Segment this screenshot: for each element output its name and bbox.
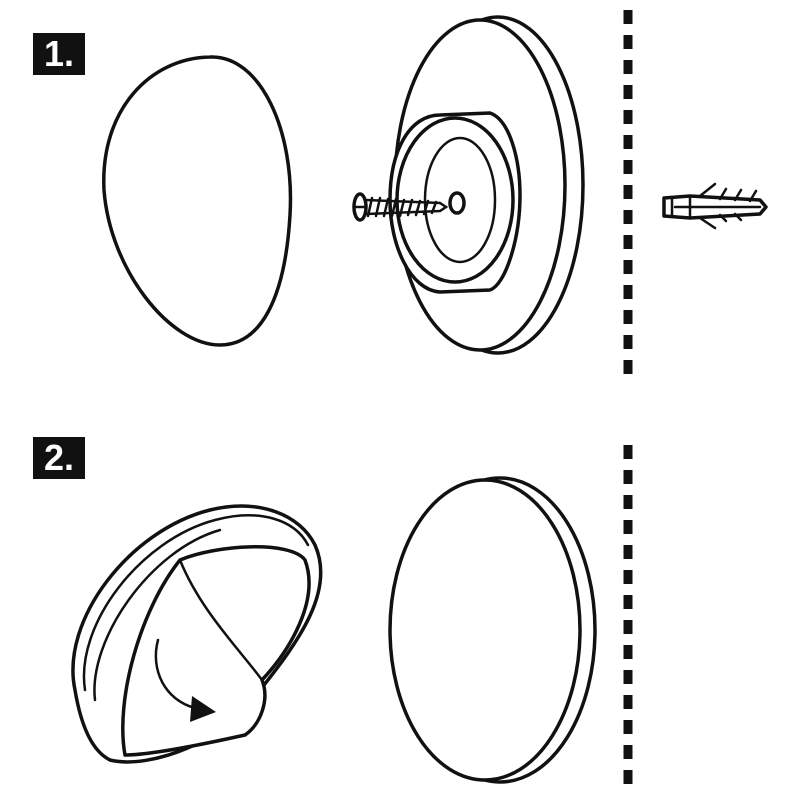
step-1-label: 1. <box>33 33 85 75</box>
dome-rotating <box>71 504 323 764</box>
dome-cap <box>102 55 293 347</box>
screw-icon <box>352 192 449 222</box>
wall-anchor-icon <box>662 182 768 230</box>
mount-base <box>388 15 585 355</box>
rotate-arrow-icon <box>154 638 197 710</box>
step-2-label: 2. <box>33 437 85 479</box>
dome-installed <box>388 476 597 784</box>
